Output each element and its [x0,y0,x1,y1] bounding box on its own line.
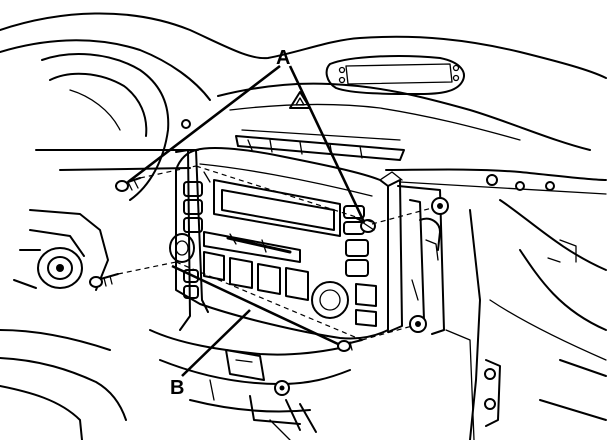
mounting-frame [175,129,445,335]
radio-head-unit [169,147,403,340]
bolt-lower-right [409,315,427,333]
callout-label-a: A [276,47,290,69]
dashboard [0,12,607,440]
installation-paths [117,165,433,341]
screw-upper-left [115,177,141,192]
clock-display [289,55,465,109]
callout-label-b: B [170,377,184,399]
screw-lower-left [89,273,119,288]
left-vent [13,53,170,291]
screw-lower-center [337,339,363,352]
callout-leaders [127,64,366,377]
mounting-screws [89,119,555,410]
lower-console-detail [225,239,577,440]
screw-upper-right [355,217,376,233]
bolt-right-bracket [431,197,449,215]
bolt-bottom-center [274,380,290,396]
